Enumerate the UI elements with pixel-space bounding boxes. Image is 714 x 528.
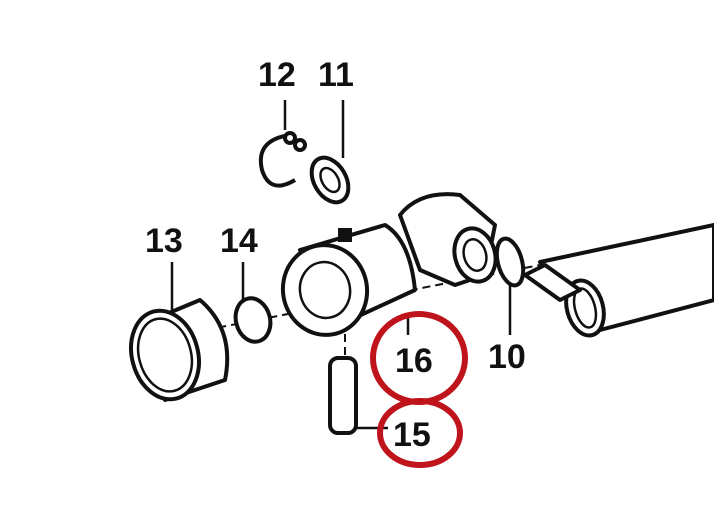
label-16: 16 xyxy=(395,342,433,380)
label-10: 10 xyxy=(488,338,526,376)
label-11: 11 xyxy=(318,56,354,94)
part-11-washer xyxy=(309,100,351,205)
bracket-elbow xyxy=(398,192,498,287)
part-16-bushing-housing xyxy=(280,223,417,337)
part-15-pin xyxy=(328,356,388,435)
part-14-ring xyxy=(233,262,273,344)
highlight-circle-15 xyxy=(377,398,463,468)
part-10-circlip xyxy=(494,236,526,288)
shaft-rod xyxy=(523,223,714,338)
label-12: 12 xyxy=(258,56,296,94)
label-14: 14 xyxy=(220,222,258,260)
label-13: 13 xyxy=(145,222,183,260)
part-12-circlip xyxy=(258,100,307,188)
label-15: 15 xyxy=(393,416,431,454)
part-13-sleeve xyxy=(129,262,230,402)
